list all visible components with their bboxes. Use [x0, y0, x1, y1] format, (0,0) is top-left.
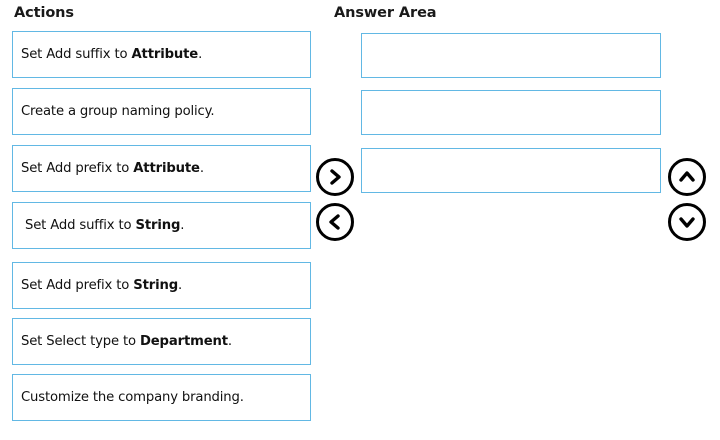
action-item-label: Customize the company branding.	[21, 389, 244, 405]
answer-area-column-heading: Answer Area	[334, 5, 437, 21]
answer-slot-2[interactable]	[361, 148, 661, 193]
move-up-button[interactable]	[668, 158, 706, 196]
action-item-label: Set Add prefix to String.	[21, 277, 183, 293]
chevron-down-icon	[678, 214, 696, 230]
action-item-2[interactable]: Set Add prefix to Attribute.	[12, 145, 311, 192]
action-item-label: Set Select type to Department.	[21, 333, 232, 349]
action-item-label: Set Add prefix to Attribute.	[21, 160, 204, 176]
chevron-up-icon	[678, 169, 696, 185]
action-item-1[interactable]: Create a group naming policy.	[12, 88, 311, 135]
move-left-button[interactable]	[316, 203, 354, 241]
chevron-right-icon	[327, 168, 343, 186]
chevron-left-icon	[327, 213, 343, 231]
action-item-5[interactable]: Set Select type to Department.	[12, 318, 311, 365]
answer-slot-0[interactable]	[361, 33, 661, 78]
move-right-button[interactable]	[316, 158, 354, 196]
action-item-4[interactable]: Set Add prefix to String.	[12, 262, 311, 309]
move-down-button[interactable]	[668, 203, 706, 241]
action-item-0[interactable]: Set Add suffix to Attribute.	[12, 31, 311, 78]
action-item-label: Set Add suffix to String.	[25, 217, 185, 233]
action-item-3[interactable]: Set Add suffix to String.	[12, 202, 311, 249]
action-item-label: Create a group naming policy.	[21, 103, 215, 119]
answer-slot-1[interactable]	[361, 90, 661, 135]
actions-column-heading: Actions	[14, 5, 74, 21]
action-item-label: Set Add suffix to Attribute.	[21, 46, 203, 62]
action-item-6[interactable]: Customize the company branding.	[12, 374, 311, 421]
